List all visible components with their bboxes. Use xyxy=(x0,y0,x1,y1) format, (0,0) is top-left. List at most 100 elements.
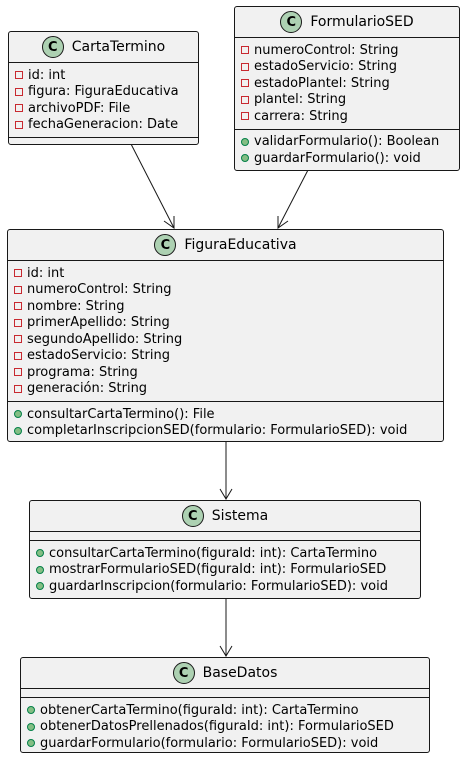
class-name: BaseDatos xyxy=(202,665,278,681)
private-visibility-icon xyxy=(14,384,22,393)
method-row: obtenerCartaTermino(figuraId: int): Cart… xyxy=(27,702,429,719)
attribute-row: primerApellido: String xyxy=(14,315,443,332)
private-visibility-icon xyxy=(241,46,249,55)
class-stereotype-icon: C xyxy=(154,234,177,256)
method-text: consultarCartaTermino(): File xyxy=(27,406,215,422)
method-text: guardarInscripcion(formulario: Formulari… xyxy=(49,578,388,594)
method-text: consultarCartaTermino(figuraId: int): Ca… xyxy=(49,545,378,561)
attribute-row: figura: FiguraEducativa xyxy=(15,84,198,101)
attribute-row: segundoApellido: String xyxy=(14,331,443,348)
class-header-content: C FormularioSED xyxy=(235,7,459,37)
public-visibility-icon xyxy=(27,722,35,731)
attribute-text: archivoPDF: File xyxy=(28,100,131,116)
method-text: guardarFormulario(formulario: Formulario… xyxy=(40,735,379,751)
method-row: mostrarFormularioSED(figuraId: int): For… xyxy=(36,562,420,579)
attribute-text: estadoServicio: String xyxy=(27,348,170,364)
method-row: consultarCartaTermino(figuraId: int): Ca… xyxy=(36,545,420,562)
arrow-formulario-to-figura xyxy=(277,169,309,229)
method-text: obtenerDatosPrellenados(figuraId: int): … xyxy=(40,719,394,735)
method-row: completarInscripcionSED(formulario: Form… xyxy=(14,423,443,440)
private-visibility-icon xyxy=(241,79,249,88)
class-stereotype-icon: C xyxy=(172,662,195,684)
attribute-text: estadoPlantel: String xyxy=(254,75,390,91)
attribute-row: estadoPlantel: String xyxy=(241,75,459,92)
attribute-row: estadoServicio: String xyxy=(241,59,459,76)
private-visibility-icon xyxy=(15,120,23,129)
attribute-row: nombre: String xyxy=(14,298,443,315)
private-visibility-icon xyxy=(241,95,249,104)
attribute-row: numeroControl: String xyxy=(14,282,443,299)
private-visibility-icon xyxy=(241,112,249,121)
private-visibility-icon xyxy=(14,368,22,377)
class-stereotype-icon: C xyxy=(280,11,303,33)
attribute-text: numeroControl: String xyxy=(27,282,172,298)
method-text: obtenerCartaTermino(figuraId: int): Cart… xyxy=(40,702,359,718)
class-header: C FormularioSED xyxy=(235,7,459,38)
private-visibility-icon xyxy=(14,318,22,327)
arrow-carta-to-figura xyxy=(130,143,175,229)
private-visibility-icon xyxy=(241,62,249,71)
attribute-row: generación: String xyxy=(14,381,443,398)
public-visibility-icon xyxy=(27,706,35,715)
public-visibility-icon xyxy=(14,410,22,419)
attribute-text: generación: String xyxy=(27,381,148,397)
method-text: validarFormulario(): Boolean xyxy=(254,134,440,150)
attribute-text: carrera: String xyxy=(254,108,348,124)
class-attributes-section xyxy=(30,532,420,541)
attribute-row: estadoServicio: String xyxy=(14,348,443,365)
private-visibility-icon xyxy=(14,335,22,344)
public-visibility-icon xyxy=(241,154,249,163)
class-stereotype-icon: C xyxy=(41,36,64,58)
method-row: obtenerDatosPrellenados(figuraId: int): … xyxy=(27,719,429,736)
class-base-datos[interactable]: C BaseDatos obtenerCartaTermino(figuraId: … xyxy=(20,657,430,753)
class-name: FiguraEducativa xyxy=(184,237,297,253)
class-header: C BaseDatos xyxy=(21,658,429,689)
class-header-content: C BaseDatos xyxy=(21,658,429,688)
private-visibility-icon xyxy=(15,87,23,96)
attribute-row: numeroControl: String xyxy=(241,42,459,59)
public-visibility-icon xyxy=(27,739,35,748)
attribute-row: programa: String xyxy=(14,364,443,381)
attribute-text: nombre: String xyxy=(27,298,125,314)
class-methods-section: consultarCartaTermino(figuraId: int): Ca… xyxy=(30,541,420,599)
public-visibility-icon xyxy=(36,549,44,558)
attribute-text: segundoApellido: String xyxy=(27,331,183,347)
attribute-text: figura: FiguraEducativa xyxy=(28,84,179,100)
method-text: mostrarFormularioSED(figuraId: int): For… xyxy=(49,562,387,578)
private-visibility-icon xyxy=(14,269,22,278)
class-attributes-section xyxy=(21,689,429,698)
attribute-text: primerApellido: String xyxy=(27,315,170,331)
public-visibility-icon xyxy=(14,426,22,435)
attribute-row: plantel: String xyxy=(241,92,459,109)
class-name: FormularioSED xyxy=(310,14,414,30)
private-visibility-icon xyxy=(14,302,22,311)
attribute-text: id: int xyxy=(27,265,65,281)
public-visibility-icon xyxy=(36,565,44,574)
attribute-text: plantel: String xyxy=(254,92,347,108)
class-methods-section: obtenerCartaTermino(figuraId: int): Cart… xyxy=(21,698,429,756)
method-text: completarInscripcionSED(formulario: Form… xyxy=(27,423,408,439)
private-visibility-icon xyxy=(15,104,23,113)
method-row: guardarFormulario(formulario: Formulario… xyxy=(27,735,429,752)
private-visibility-icon xyxy=(14,351,22,360)
attribute-row: id: int xyxy=(15,67,198,84)
private-visibility-icon xyxy=(15,71,23,80)
class-header-content: C FiguraEducativa xyxy=(8,230,443,260)
private-visibility-icon xyxy=(14,285,22,294)
method-row: guardarFormulario(): void xyxy=(241,150,459,167)
class-header: C FiguraEducativa xyxy=(8,230,443,261)
attribute-row: carrera: String xyxy=(241,108,459,125)
method-row: validarFormulario(): Boolean xyxy=(241,134,459,151)
attribute-row: archivoPDF: File xyxy=(15,100,198,117)
